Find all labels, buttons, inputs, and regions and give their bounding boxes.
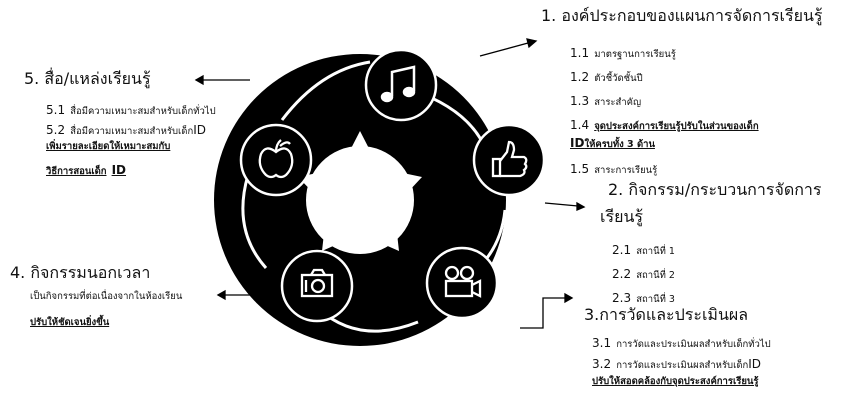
arrow-to-section1 — [479, 38, 538, 57]
apple-icon — [258, 139, 294, 179]
film-camera-icon — [444, 265, 482, 298]
section4-note: ปรับให้ชัดเจนยิ่งขึ้น — [30, 317, 110, 328]
section5-note-cont: วิธีการสอนเด็ก ID — [46, 163, 127, 177]
section1-item: 1.2 ตัวชี้วัดชั้นปี — [570, 70, 643, 84]
arrow-to-section4 — [216, 289, 270, 301]
section1-item4-continuation: IDให้ครบทั้ง 3 ด้าน — [570, 136, 655, 150]
section3-item: 3.1 การวัดและประเมินผลสำหรับเด็กทั่วไป — [592, 336, 771, 350]
section5-note: เพิ่มรายละเอียดให้เหมาะสมกับ — [46, 141, 171, 152]
music-note-icon — [380, 65, 416, 103]
arrow-to-section5 — [194, 74, 250, 86]
section2-title: 2. กิจกรรม/กระบวนการจัดการ — [608, 180, 822, 199]
node-film-camera — [425, 246, 499, 320]
section1-item: 1.4 จุดประสงค์การเรียนรู้ปรับในส่วนของเด… — [570, 118, 759, 132]
node-photo-camera — [280, 249, 354, 323]
section3-title: 3.การวัดและประเมินผล — [584, 305, 749, 324]
section2-item: 2.1 สถานีที่ 1 — [612, 243, 675, 257]
arrow-to-section2 — [544, 201, 586, 211]
section4-desc: เป็นกิจกรรมที่ต่อเนื่องจากในห้องเรียน — [30, 291, 183, 302]
arrow-to-section3 — [520, 292, 574, 329]
photo-camera-icon — [300, 268, 334, 298]
node-apple — [239, 123, 313, 197]
connector-arrows — [194, 38, 586, 329]
section1-item: 1.3 สาระสำคัญ — [570, 94, 642, 108]
node-music — [364, 48, 438, 122]
section2-item: 2.3 สถานีที่ 3 — [612, 291, 675, 305]
section1-item: 1.1 มาตรฐานการเรียนรู้ — [570, 46, 676, 60]
section5-title: 5. สื่อ/แหล่งเรียนรู้ — [24, 69, 151, 88]
section1-title: 1. องค์ประกอบของแผนการจัดการเรียนรู้ — [541, 6, 823, 25]
section5-item: 5.2 สื่อมีความเหมาะสมสำหรับเด็กID — [46, 123, 206, 137]
section3-note: ปรับให้สอดคล้องกับจุดประสงค์การเรียนรู้ — [592, 376, 759, 387]
section2-item: 2.2 สถานีที่ 2 — [612, 267, 675, 281]
section5-item: 5.1 สื่อมีความเหมาะสมสำหรับเด็กทั่วไป — [46, 103, 216, 117]
node-thumbs-up — [472, 123, 546, 197]
section1-item: 1.5 สาระการเรียนรู้ — [570, 162, 658, 176]
section3-item: 3.2 การวัดและประเมินผลสำหรับเด็กID — [592, 357, 762, 371]
thumbs-up-icon — [491, 140, 528, 178]
section2-title-cont: เรียนรู้ — [600, 207, 643, 226]
section4-title: 4. กิจกรรมนอกเวลา — [10, 263, 151, 282]
